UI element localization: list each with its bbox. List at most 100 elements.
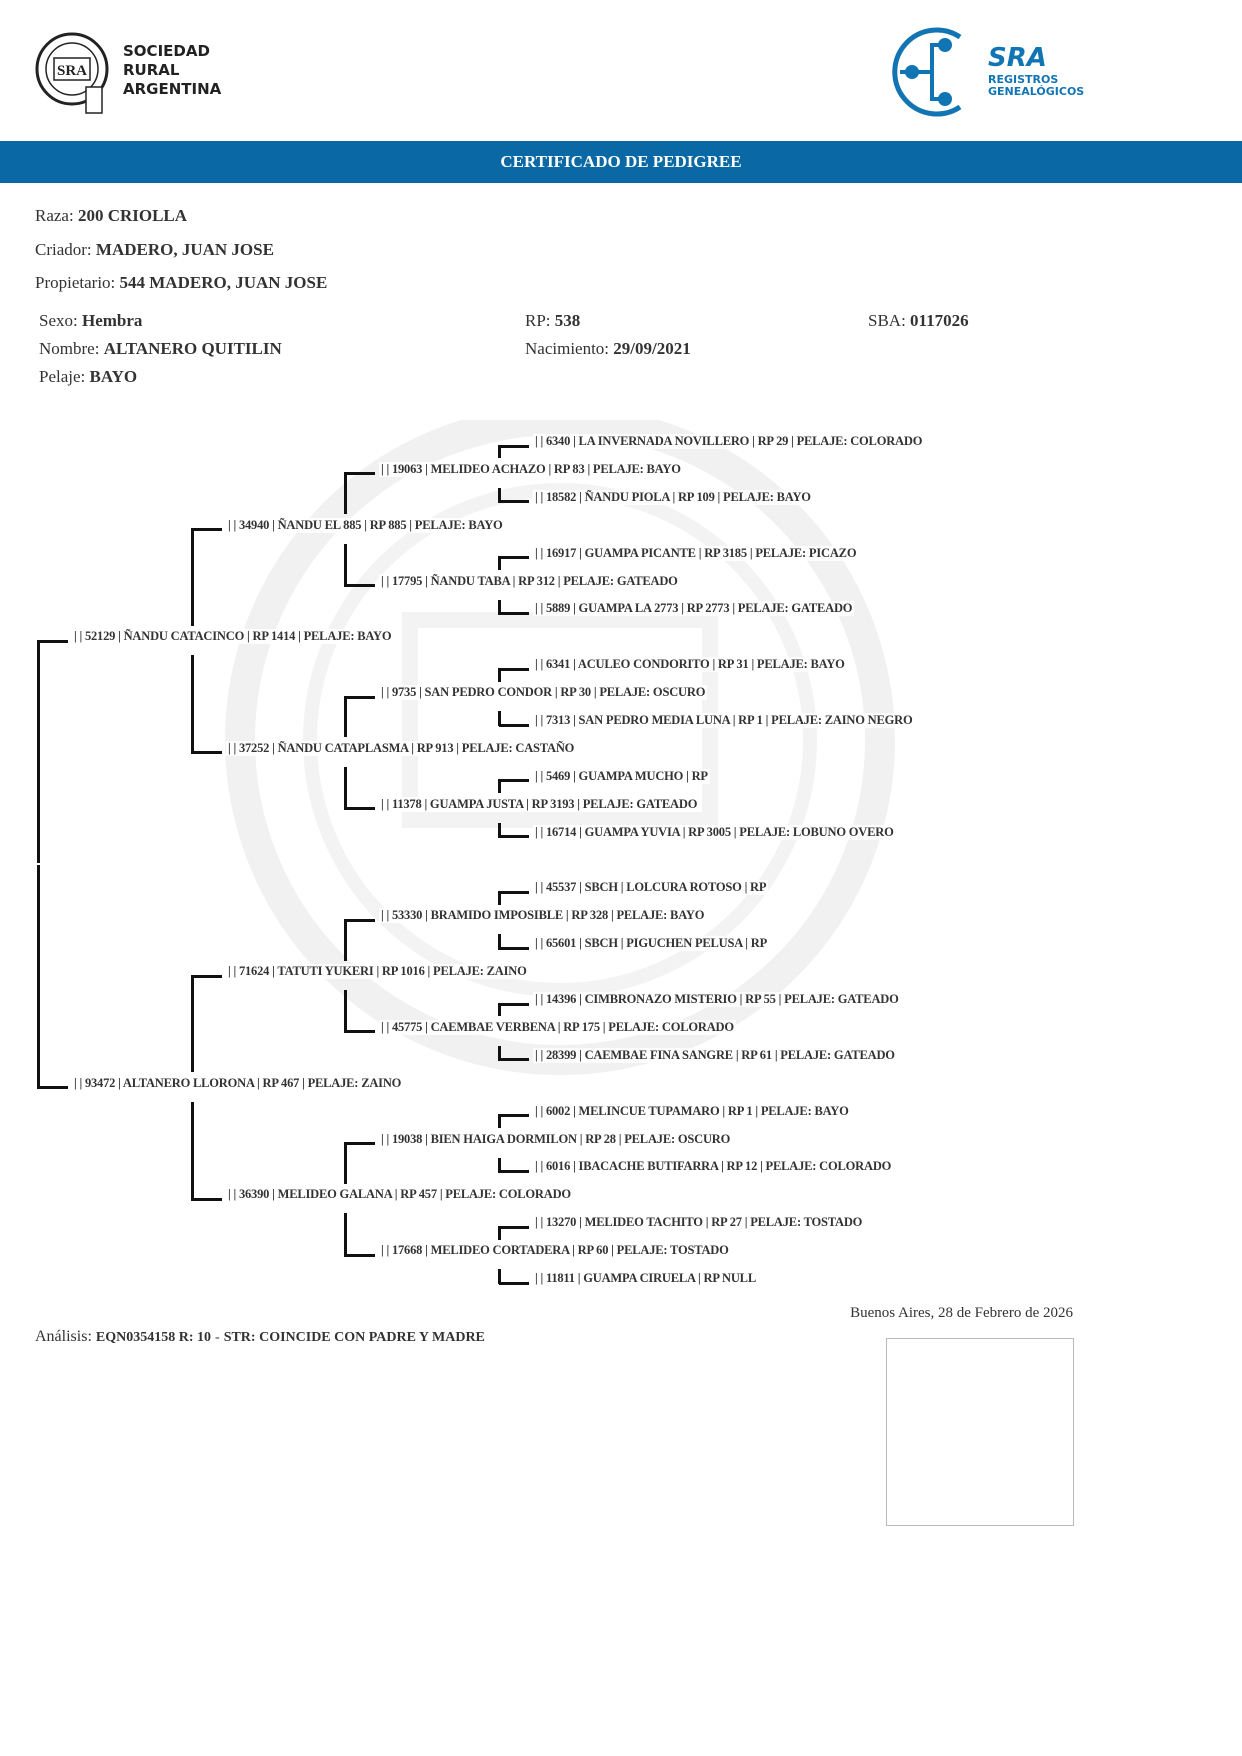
connector-line <box>343 990 347 1034</box>
nacimiento-label: Nacimiento: <box>525 339 610 358</box>
connector-line <box>499 1058 529 1062</box>
nombre-value: ALTANERO QUITILIN <box>103 339 282 358</box>
connector-line <box>343 543 347 587</box>
pedigree-node-gen3: | | 19063 | MELIDEO ACHAZO | RP 83 | PEL… <box>379 461 683 477</box>
connector-line <box>345 1253 375 1257</box>
logo-line: RURAL <box>123 61 180 79</box>
raza-field: Raza: 200 CRIOLLA <box>35 206 187 226</box>
connector-line <box>343 918 347 961</box>
connector-line <box>36 864 40 1090</box>
connector-line <box>343 1142 347 1184</box>
pelaje-field: Pelaje: BAYO <box>39 367 137 387</box>
pedigree-node-gen3: | | 17668 | MELIDEO CORTADERA | RP 60 | … <box>379 1243 731 1259</box>
connector-line <box>497 599 501 615</box>
pedigree-node-gen4: | | 5889 | GUAMPA LA 2773 | RP 2773 | PE… <box>533 601 855 617</box>
connector-line <box>345 918 375 922</box>
pedigree-node-gen3: | | 53330 | BRAMIDO IMPOSIBLE | RP 328 |… <box>379 908 707 924</box>
connector-line <box>497 1269 501 1285</box>
rp-label: RP: <box>525 311 551 330</box>
connector-line <box>497 1225 501 1240</box>
logo-line: ARGENTINA <box>123 80 222 98</box>
analisis-label: Análisis: <box>35 1328 92 1345</box>
connector-line <box>497 934 501 950</box>
pedigree-node-gen4: | | 65601 | SBCH | PIGUCHEN PELUSA | RP <box>533 936 770 952</box>
connector-line <box>499 556 529 560</box>
logo-line: GENEALÓGICOS <box>988 85 1085 98</box>
connector-line <box>345 695 375 699</box>
connector-line <box>343 695 347 738</box>
connector-line <box>499 890 529 894</box>
analisis-field: Análisis: EQN0354158 R: 10 - STR: COINCI… <box>35 1328 485 1346</box>
pedigree-node-gen4: | | 13270 | MELIDEO TACHITO | RP 27 | PE… <box>533 1215 865 1231</box>
connector-line <box>499 1114 529 1118</box>
pedigree-node-gen1: | | 52129 | ÑANDU CATACINCO | RP 1414 | … <box>72 629 394 645</box>
pedigree-node-gen4: | | 6016 | IBACACHE BUTIFARRA | RP 12 | … <box>533 1159 894 1175</box>
connector-line <box>497 1002 501 1017</box>
connector-line <box>343 1213 347 1257</box>
connector-line <box>497 822 501 839</box>
connector-line <box>497 1045 501 1062</box>
logo-line: SOCIEDAD <box>123 42 210 60</box>
pedigree-node-gen3: | | 45775 | CAEMBAE VERBENA | RP 175 | P… <box>379 1019 736 1035</box>
sexo-field: Sexo: Hembra <box>39 311 142 331</box>
pedigree-node-gen3: | | 19038 | BIEN HAIGA DORMILON | RP 28 … <box>379 1131 733 1147</box>
connector-line <box>499 1281 529 1285</box>
connector-line <box>499 723 529 727</box>
pedigree-node-gen4: | | 6340 | LA INVERNADA NOVILLERO | RP 2… <box>533 434 925 449</box>
pedigree-node-gen4: | | 16917 | GUAMPA PICANTE | RP 3185 | P… <box>533 545 859 561</box>
connector-line <box>192 751 222 755</box>
place-date: Buenos Aires, 28 de Febrero de 2026 <box>850 1305 1073 1321</box>
rp-value: 538 <box>554 311 581 330</box>
svg-text:SRA: SRA <box>57 63 87 79</box>
connector-line <box>499 611 529 615</box>
connector-line <box>499 835 529 839</box>
connector-line <box>192 974 222 978</box>
connector-line <box>192 528 222 532</box>
criador-label: Criador: <box>35 240 92 259</box>
nombre-label: Nombre: <box>39 339 100 358</box>
sra-brand: SRA <box>988 43 1047 73</box>
analisis-str: STR: COINCIDE CON PADRE Y MADRE <box>223 1330 485 1345</box>
sexo-value: Hembra <box>81 311 143 330</box>
connector-line <box>499 779 529 783</box>
pedigree-node-gen3: | | 9735 | SAN PEDRO CONDOR | RP 30 | PE… <box>379 685 708 701</box>
nacimiento-value: 29/09/2021 <box>613 339 691 358</box>
connector-line <box>192 1197 222 1201</box>
connector-line <box>497 890 501 905</box>
connector-line <box>36 639 40 863</box>
connector-line <box>190 528 194 626</box>
connector-line <box>190 1101 194 1201</box>
pedigree-node-gen1: | | 93472 | ALTANERO LLORONA | RP 467 | … <box>72 1075 404 1091</box>
connector-line <box>499 667 529 671</box>
pedigree-node-gen4: | | 7313 | SAN PEDRO MEDIA LUNA | RP 1 |… <box>533 713 915 728</box>
pedigree-node-gen4: | | 18582 | ÑANDU PIOLA | RP 109 | PELAJ… <box>533 489 813 505</box>
pelaje-value: BAYO <box>89 367 138 386</box>
pedigree-node-gen4: | | 5469 | GUAMPA MUCHO | RP <box>533 768 710 784</box>
connector-line <box>345 807 375 811</box>
logo-line: REGISTROS <box>988 73 1059 86</box>
connector-line <box>497 1157 501 1173</box>
connector-line <box>345 472 375 476</box>
connector-line <box>345 1030 375 1034</box>
pedigree-node-gen2: | | 37252 | ÑANDU CATAPLASMA | RP 913 | … <box>226 740 577 756</box>
raza-label: Raza: <box>35 206 74 225</box>
criador-value: MADERO, JUAN JOSE <box>95 240 274 259</box>
sra-registros-logo: SRA REGISTROS GENEALÓGICOS <box>890 27 1090 117</box>
pedigree-node-gen2: | | 71624 | TATUTI YUKERI | RP 1016 | PE… <box>226 964 529 980</box>
connector-line <box>499 500 529 504</box>
analisis-separator: - <box>215 1330 220 1345</box>
sba-field: SBA: 0117026 <box>868 311 969 331</box>
signature-box <box>886 1338 1074 1526</box>
pedigree-node-gen3: | | 17795 | ÑANDU TABA | RP 312 | PELAJE… <box>379 573 680 589</box>
connector-line <box>499 946 529 950</box>
connector-line <box>499 1002 529 1006</box>
connector-line <box>499 1225 529 1229</box>
pedigree-node-gen2: | | 36390 | MELIDEO GALANA | RP 457 | PE… <box>226 1187 573 1203</box>
connector-line <box>499 444 529 448</box>
sexo-label: Sexo: <box>39 311 78 330</box>
pedigree-node-gen4: | | 6341 | ACULEO CONDORITO | RP 31 | PE… <box>533 657 847 673</box>
connector-line <box>345 1142 375 1145</box>
connector-line <box>190 655 194 755</box>
connector-line <box>497 779 501 794</box>
connector-line <box>497 487 501 504</box>
